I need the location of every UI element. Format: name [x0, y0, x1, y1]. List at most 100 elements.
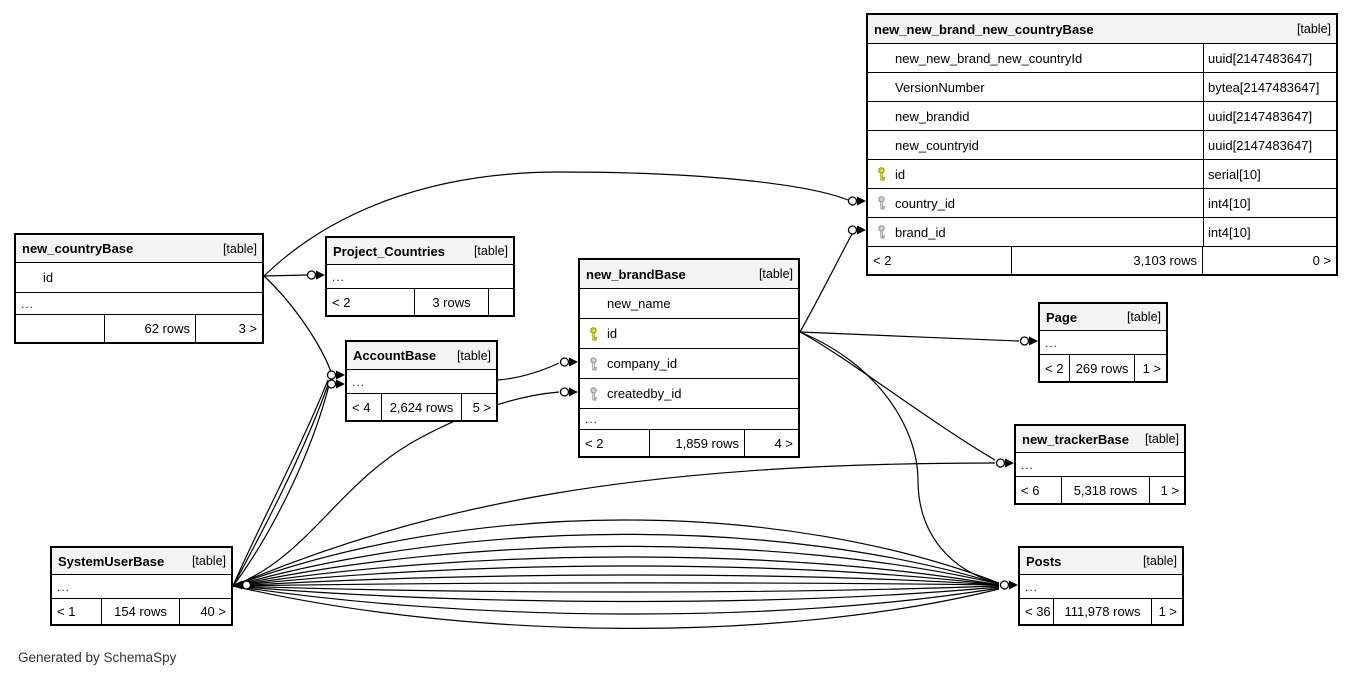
relationship-edge-17 — [232, 565, 1000, 587]
fk-circle-icon — [326, 379, 337, 389]
foreign-key-icon — [878, 196, 886, 210]
column-row-createdby_id: createdby_id — [580, 379, 798, 409]
ellipsis-row: ... — [580, 409, 798, 430]
footer-parents-count: 3 > — [238, 321, 257, 336]
fk-circle-icon — [847, 196, 858, 206]
fk-circle-icon — [559, 357, 570, 367]
fk-circle-icon — [995, 458, 1006, 468]
primary-key-icon — [878, 167, 886, 181]
footer-children-count: < 2 — [1040, 355, 1070, 381]
fk-circle-icon — [559, 387, 570, 397]
footer-children-count: < 4 — [347, 394, 382, 420]
table-name[interactable]: new_trackerBase — [1022, 431, 1129, 447]
column-type: int4[10] — [1203, 218, 1336, 246]
footer-parents-count: 5 > — [472, 399, 491, 415]
relationship-edge-22 — [232, 585, 1000, 615]
column-type: int4[10] — [1203, 189, 1336, 217]
table-new_countryBase[interactable]: new_countryBase [table] id...62 rows 3 > — [14, 233, 264, 344]
relationship-edge-16 — [232, 556, 1000, 587]
relationship-edge-15 — [232, 545, 1000, 587]
table-header[interactable]: Project_Countries [table] — [327, 238, 513, 265]
generated-by-note: Generated by SchemaSpy — [18, 650, 177, 665]
column-name: brand_id — [868, 218, 1203, 246]
column-name: new_brandid — [895, 108, 970, 124]
footer-children-count — [16, 315, 105, 342]
relationship-edge-8 — [232, 391, 560, 587]
ellipsis-row: ... — [1020, 575, 1182, 599]
table-tag: [table] — [473, 244, 508, 258]
table-tag: [table] — [1142, 554, 1177, 568]
ellipsis-row: ... — [1016, 453, 1184, 477]
table-header[interactable]: AccountBase[table] — [347, 342, 496, 370]
relationship-edge-1 — [263, 171, 849, 277]
relationship-edge-0 — [263, 274, 308, 277]
table-header[interactable]: new_countryBase [table] — [16, 235, 262, 263]
table-header[interactable]: new_new_brand_new_countryBase[table] — [868, 15, 1336, 44]
relationship-edge-9 — [232, 462, 996, 587]
fk-arrowhead-icon — [233, 580, 242, 590]
footer-parents-count: 4 > — [774, 435, 793, 451]
column-name: id — [43, 270, 54, 285]
table-name[interactable]: Posts — [1026, 553, 1062, 569]
column-row-id: id — [16, 263, 262, 293]
relationship-edge-11 — [232, 379, 329, 587]
column-name: company_id — [580, 349, 798, 378]
table-name[interactable]: AccountBase — [353, 348, 437, 363]
footer-parents-count: 1 > — [1142, 360, 1161, 376]
table-header[interactable]: new_trackerBase[table] — [1016, 426, 1184, 453]
fk-arrowhead-icon — [1029, 336, 1038, 346]
table-name[interactable]: SystemUserBase — [58, 553, 165, 569]
column-row-id: id — [580, 319, 798, 349]
relationship-edge-6 — [799, 331, 1000, 584]
ellipsis-row: ... — [327, 265, 513, 289]
fk-arrowhead-icon — [857, 225, 866, 235]
table-header[interactable]: Posts [table] — [1020, 548, 1182, 575]
table-tag: [table] — [1126, 310, 1161, 324]
table-header[interactable]: new_brandBase[table] — [580, 260, 798, 289]
foreign-key-icon — [878, 225, 886, 239]
footer-row-count: 3,103 rows — [1012, 247, 1203, 274]
fk-circle-icon — [241, 580, 252, 590]
table-header[interactable]: SystemUserBase[table] — [52, 548, 231, 575]
table-name[interactable]: Page — [1046, 309, 1078, 325]
ellipsis-row: ... — [347, 370, 496, 394]
table-footer: 62 rows 3 > — [16, 315, 262, 342]
relationship-edge-19 — [232, 582, 1000, 587]
footer-row-count: 2,624 rows — [382, 394, 462, 420]
table-new_brandBase[interactable]: new_brandBase[table]new_name id company_… — [578, 258, 800, 458]
table-tag: [table] — [222, 241, 257, 256]
footer-parents-count: 40 > — [200, 604, 226, 619]
column-type: serial[10] — [1203, 160, 1336, 188]
fk-circle-icon — [306, 270, 317, 280]
footer-row-count: 62 rows — [105, 315, 196, 342]
table-header[interactable]: Page [table] — [1040, 304, 1166, 331]
table-name[interactable]: new_countryBase — [22, 241, 134, 256]
footer-children-count: < 6 — [1016, 477, 1062, 503]
ellipsis-row: ... — [16, 293, 262, 315]
relationship-edge-2 — [263, 275, 332, 373]
fk-arrowhead-icon — [316, 270, 325, 280]
table-name[interactable]: Project_Countries — [333, 243, 445, 259]
table-new_new_brand_new_countryBase[interactable]: new_new_brand_new_countryBase[table]new_… — [866, 13, 1338, 276]
foreign-key-icon — [590, 356, 598, 371]
table-name[interactable]: new_brandBase — [586, 266, 686, 282]
fk-arrowhead-icon — [1009, 580, 1018, 590]
footer-row-count: 5,318 rows — [1062, 477, 1150, 503]
fk-arrowhead-icon — [569, 357, 578, 367]
table-name[interactable]: new_new_brand_new_countryBase — [874, 21, 1094, 37]
fk-arrowhead-icon — [336, 370, 345, 380]
fk-arrowhead-icon — [569, 387, 578, 397]
